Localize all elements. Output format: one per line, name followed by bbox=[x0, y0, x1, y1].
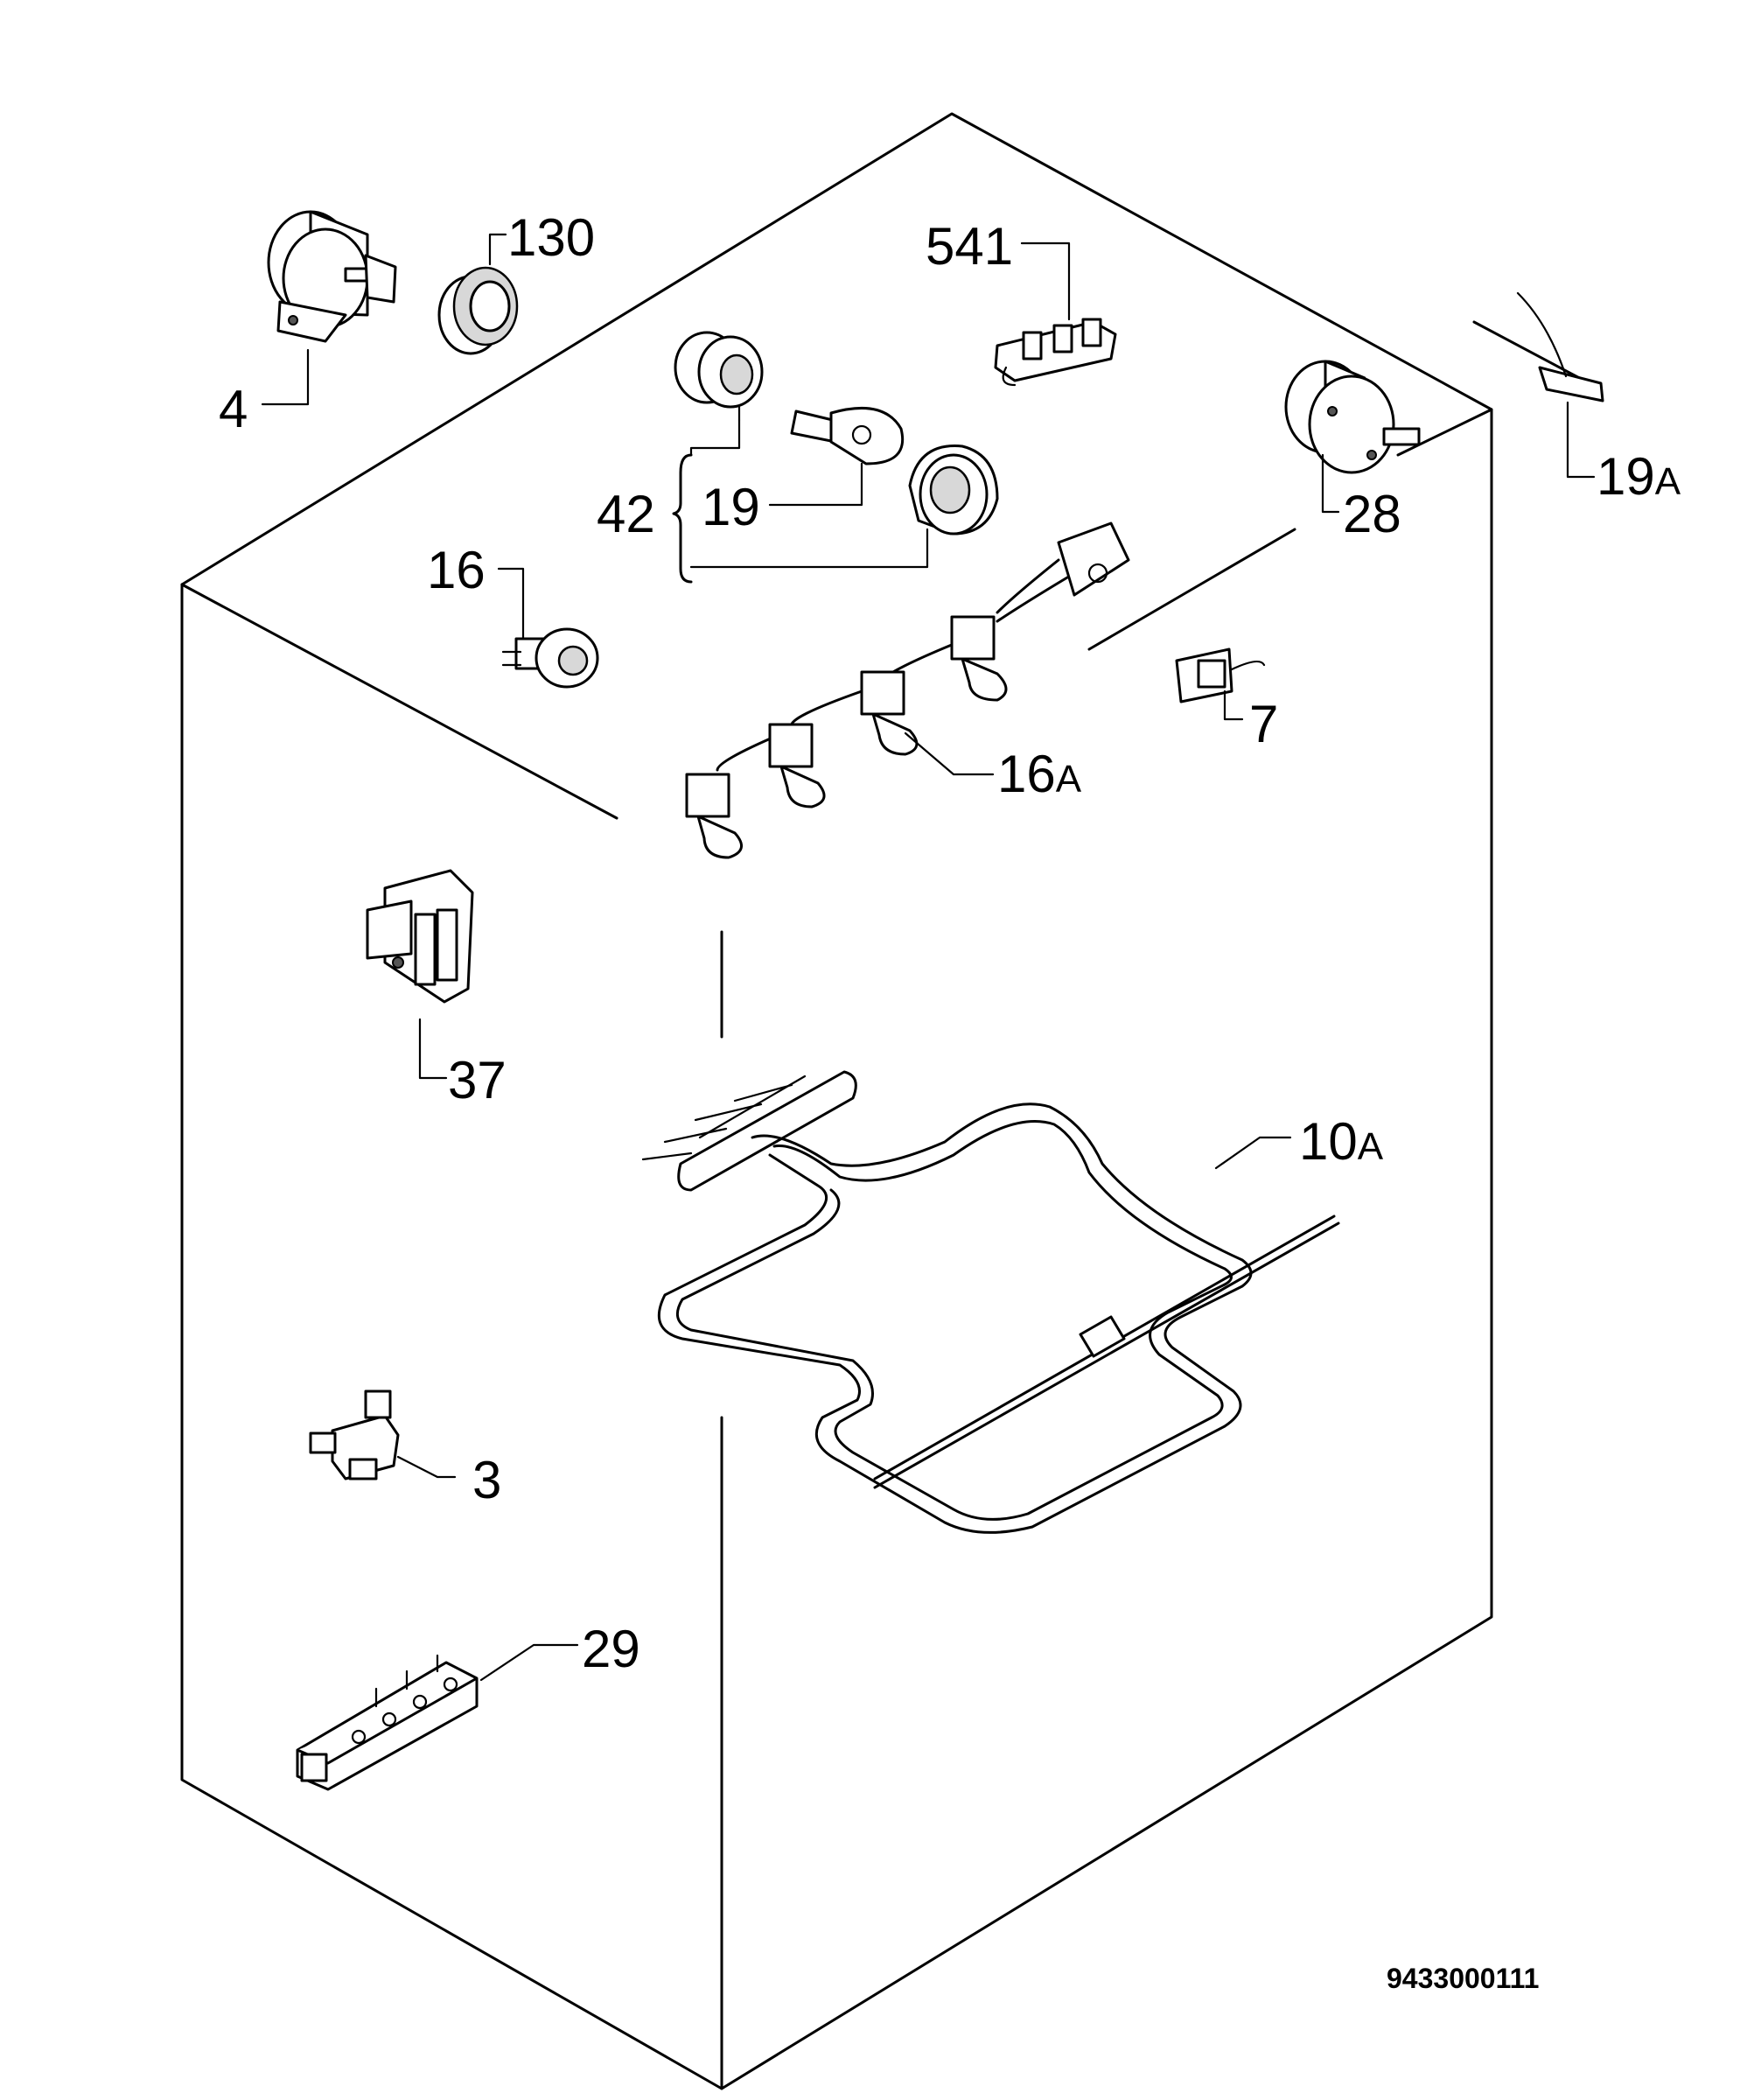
part-19-lamp-bulb bbox=[790, 406, 904, 466]
cabinet-outline bbox=[180, 112, 1493, 2090]
part-16a-wiring-harness bbox=[685, 522, 1130, 859]
label-16a-number: 16A bbox=[997, 745, 1082, 803]
part-541-connector bbox=[994, 242, 1117, 387]
label-19: 19 bbox=[702, 478, 760, 536]
label-7: 7 bbox=[1249, 695, 1278, 753]
label-42: 42 bbox=[597, 485, 655, 543]
label-42-brace bbox=[672, 418, 929, 584]
part-37-clip bbox=[366, 869, 474, 1080]
part-19a-sensor bbox=[1472, 291, 1604, 479]
label-37: 37 bbox=[448, 1051, 507, 1110]
label-28: 28 bbox=[1343, 485, 1401, 543]
label-29: 29 bbox=[582, 1620, 640, 1678]
part-28-thermostat bbox=[1284, 360, 1421, 514]
part-29-terminal-block bbox=[296, 1643, 579, 1791]
part-42-lamp-holder bbox=[674, 331, 764, 422]
label-541: 541 bbox=[926, 217, 1013, 276]
part-130-grommet bbox=[437, 233, 519, 355]
label-19a-number: 19A bbox=[1597, 447, 1681, 506]
label-130: 130 bbox=[507, 208, 595, 267]
part-7-switch bbox=[1175, 648, 1266, 721]
label-10a-number: 10A bbox=[1299, 1112, 1384, 1171]
label-4: 4 bbox=[219, 380, 248, 438]
label-3: 3 bbox=[472, 1451, 501, 1509]
drawing-number: 9433000111 bbox=[1387, 1963, 1539, 1994]
part-42-lamp-cover bbox=[908, 444, 999, 536]
label-16: 16 bbox=[427, 541, 486, 599]
part-10a-heating-element bbox=[641, 1070, 1340, 1534]
part-3-terminal bbox=[309, 1390, 457, 1480]
part-16-indicator-lamp bbox=[497, 567, 599, 689]
part-4-motor bbox=[261, 210, 397, 406]
